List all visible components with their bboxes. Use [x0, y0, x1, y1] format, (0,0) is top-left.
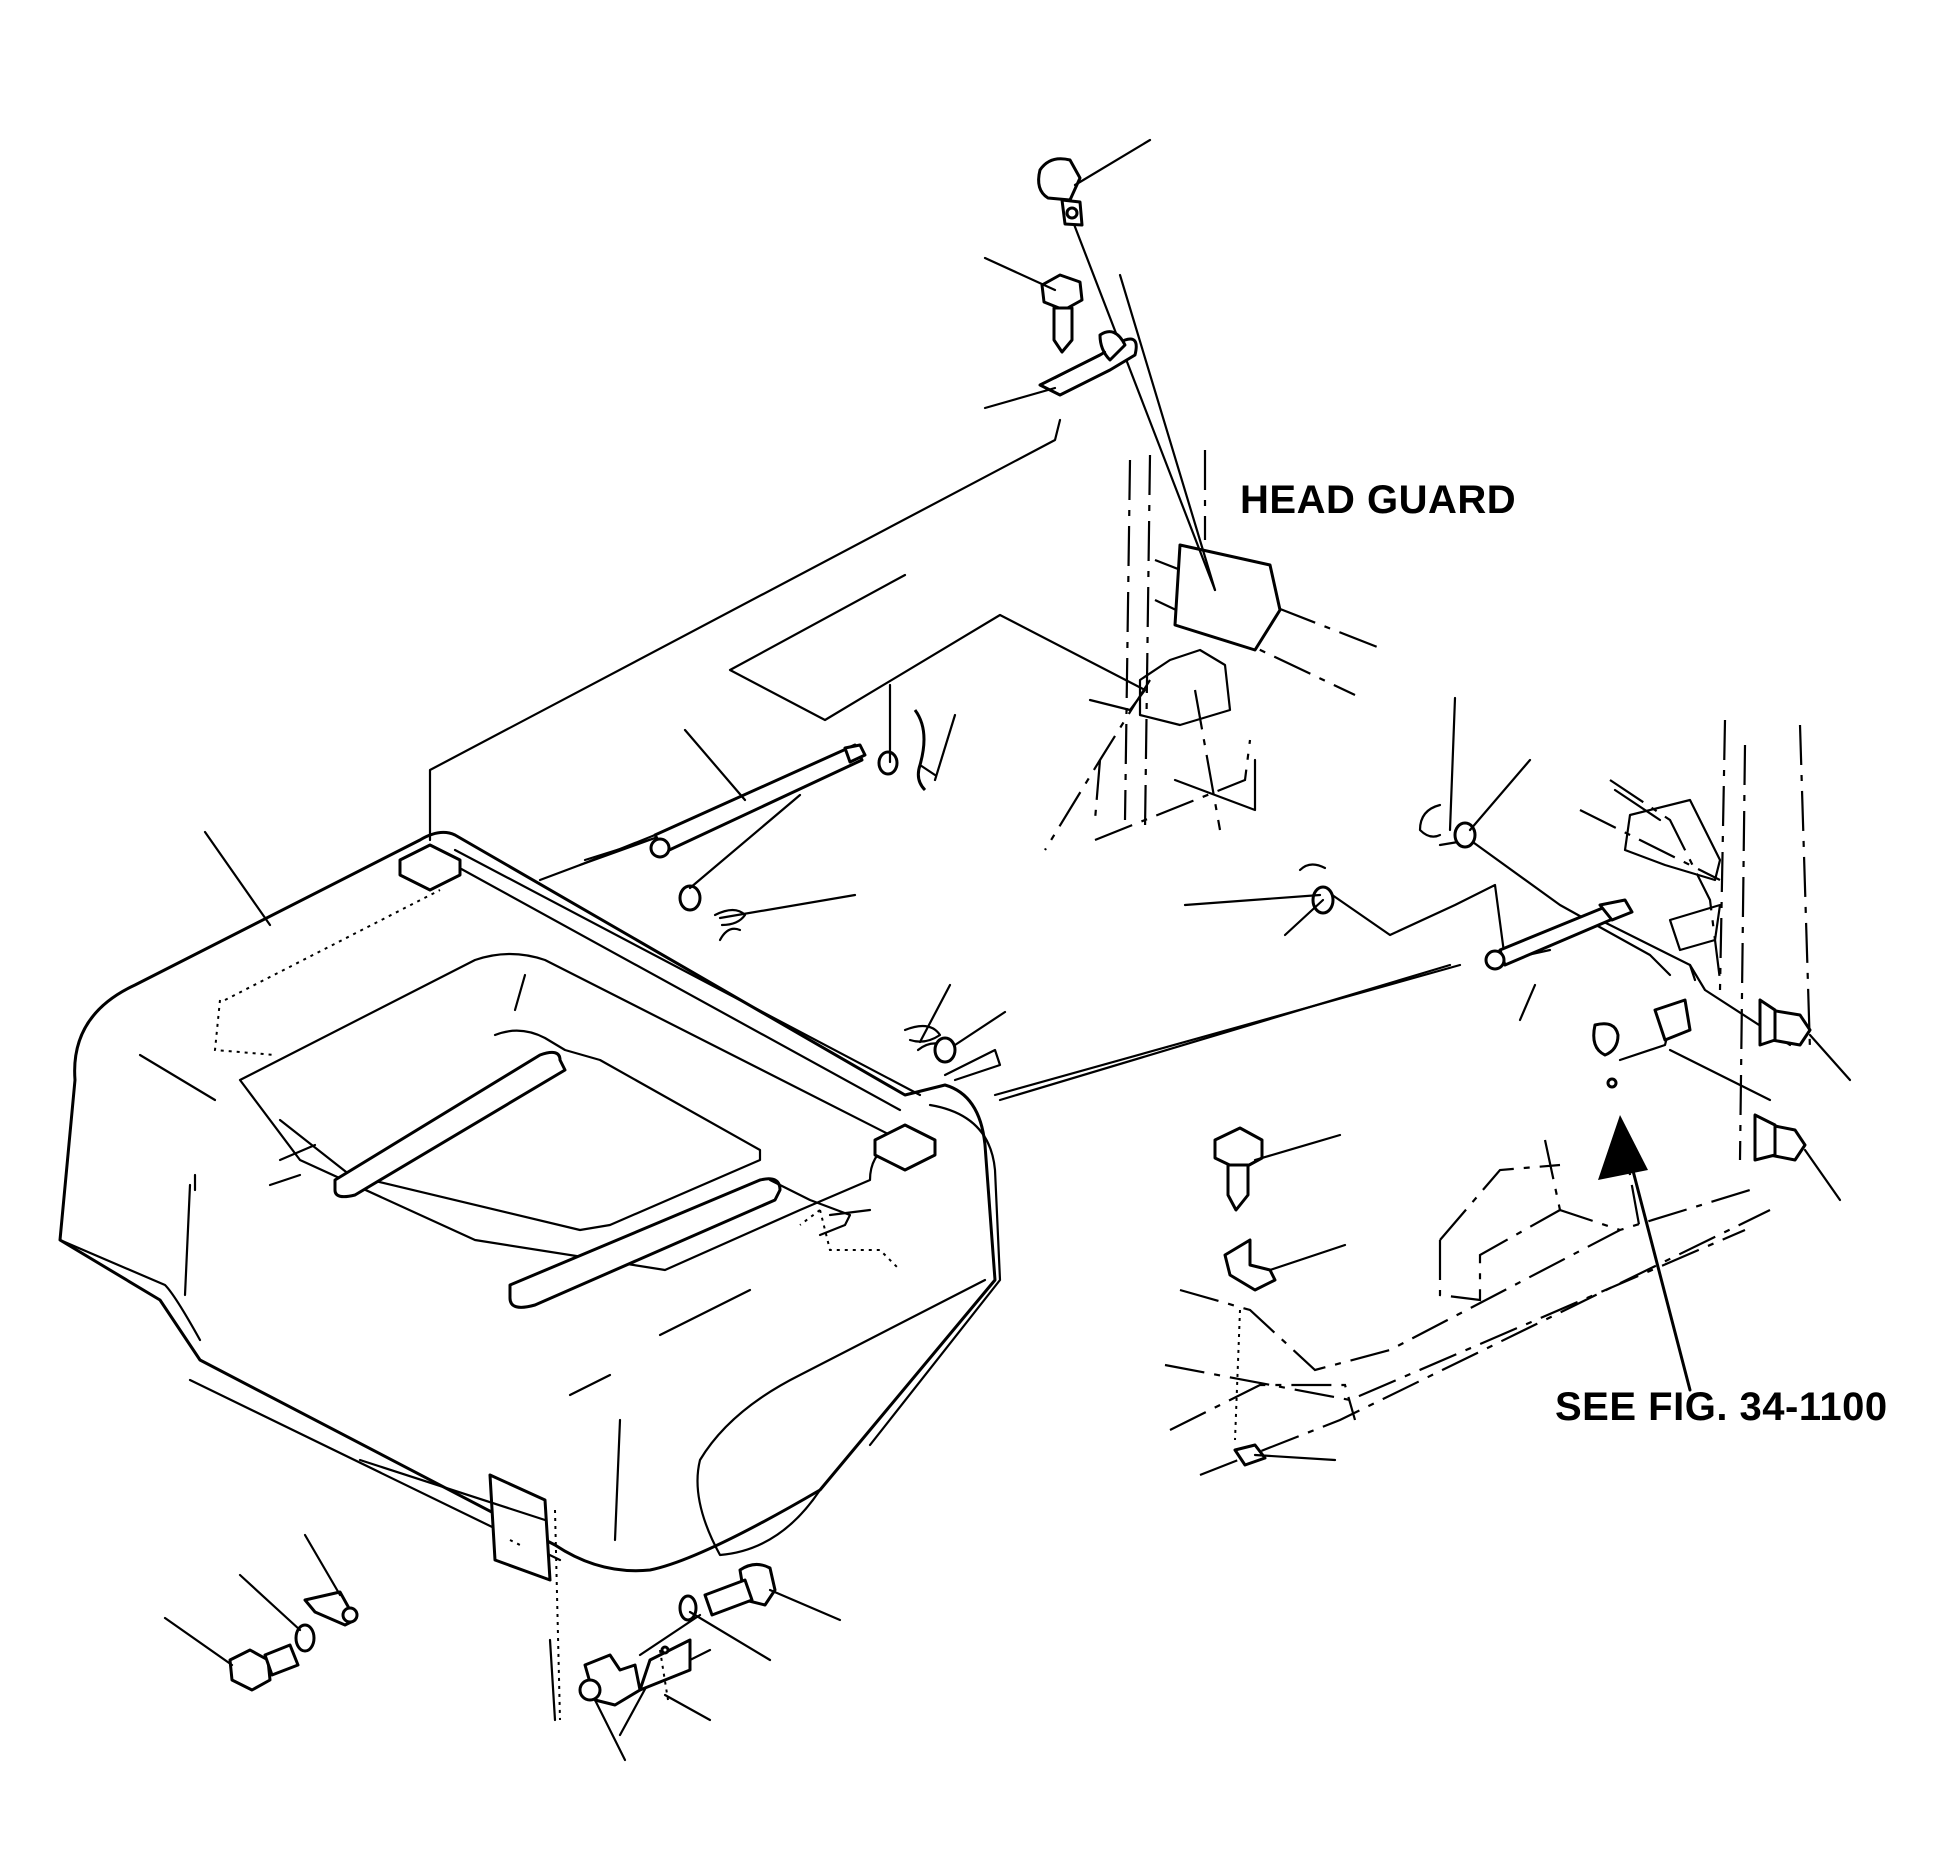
clip-right-upper [1418, 803, 1477, 849]
head-guard-label: HEAD GUARD [1240, 478, 1517, 522]
clevis-bracket [1038, 330, 1138, 397]
reference-arrow [1598, 1115, 1692, 1392]
washer-lower-left [294, 1623, 316, 1653]
clip-bracket-center [1223, 1238, 1277, 1292]
gas-strut-right [1484, 898, 1634, 971]
bracket-right [1653, 998, 1692, 1042]
washer-left-upper [877, 709, 937, 792]
frame-outline [1044, 450, 1812, 1477]
callout-leaders [163, 138, 1852, 1762]
leader-lines [358, 173, 1792, 1737]
hood-cover [58, 830, 1002, 1721]
washer-lower-center [678, 1594, 698, 1622]
bolt-center-right [1213, 1126, 1264, 1212]
bolt-right-upper [1758, 998, 1812, 1047]
hex-bolt [1040, 273, 1084, 354]
gas-strut-left [649, 743, 867, 859]
clip-left-mid [903, 1024, 957, 1064]
bolt-right-lower [1753, 1113, 1807, 1162]
bolt-top [1037, 157, 1084, 227]
latch-center-bottom [1233, 1443, 1267, 1467]
bolt-lower-center [703, 1563, 777, 1617]
see-fig-reference-label: SEE FIG. 34-1100 [1555, 1385, 1888, 1429]
latch-plate [578, 1638, 692, 1707]
retaining-ring [1592, 1022, 1620, 1089]
washer-left-lower [678, 884, 747, 942]
clip-lower-left [303, 1590, 359, 1627]
spring-lower-center [659, 1645, 670, 1701]
bolt-lower-left [228, 1643, 300, 1692]
